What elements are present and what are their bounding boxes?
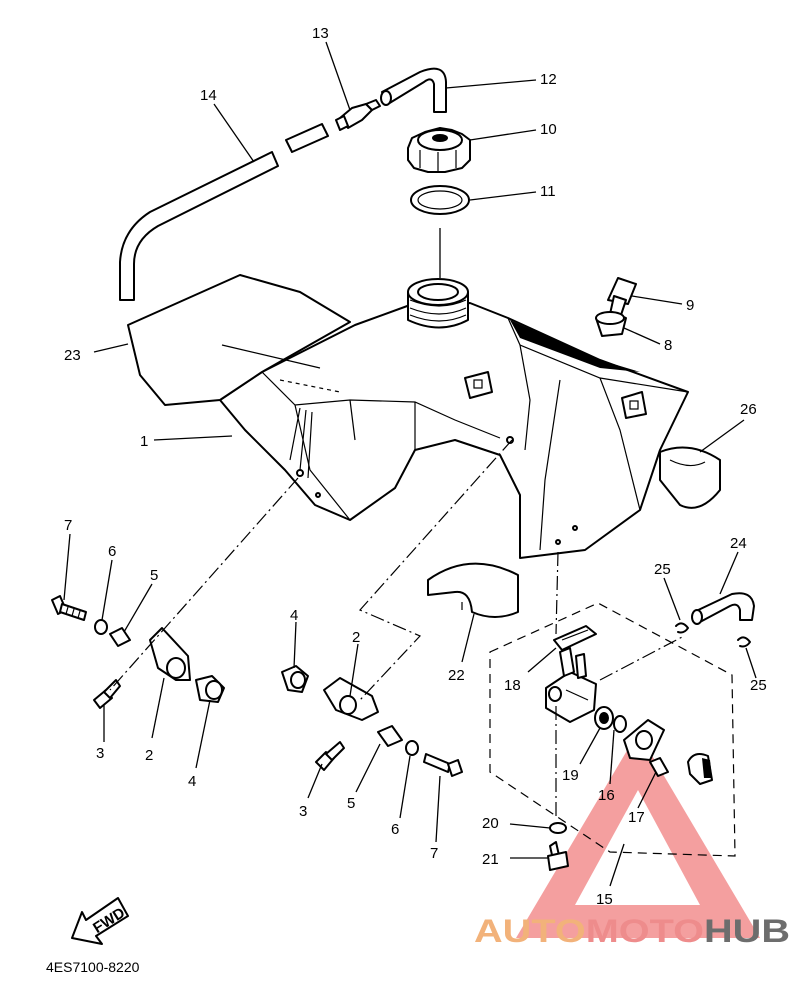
callout-25-right: 25: [750, 677, 767, 694]
callout-6-left: 6: [108, 543, 116, 560]
callout-4-left: 4: [188, 773, 196, 790]
clip-25-right: [737, 636, 751, 648]
callout-3-right: 3: [299, 803, 307, 820]
bolt-7-left: [51, 595, 87, 621]
callout-8: 8: [664, 337, 672, 354]
fuel-cap: [407, 127, 471, 173]
leader-lines: [63, 41, 757, 887]
callout-18: 18: [504, 677, 521, 694]
bolt-7-right: [423, 753, 463, 777]
callout-4-right: 4: [290, 607, 298, 624]
clip-25-top: [675, 622, 689, 634]
fuel-cock-assembly-boundary: [489, 602, 736, 857]
fwd-arrow: FWD: [71, 897, 129, 945]
callout-21: 21: [482, 851, 499, 868]
callout-22: 22: [448, 667, 465, 684]
strainer-18: [553, 625, 597, 651]
watermark-hub: HUB: [704, 913, 790, 949]
callout-23: 23: [64, 347, 81, 364]
fuel-hose-24: [691, 592, 755, 625]
bracket-2-left: [149, 627, 191, 681]
callout-2-right: 2: [352, 629, 360, 646]
grommet-4-right: [281, 665, 309, 693]
diagram-code: 4ES7100-8220: [46, 959, 140, 975]
callout-20: 20: [482, 815, 499, 832]
collar-5-left: [109, 627, 131, 647]
callout-12: 12: [540, 71, 557, 88]
callout-25-top: 25: [654, 561, 671, 578]
watermark-auto: AUTO: [474, 913, 586, 949]
screw-3-left: [93, 679, 121, 709]
watermark-logo-triangle: [516, 732, 760, 938]
callout-17: 17: [628, 809, 645, 826]
breather-hose-12: [380, 67, 447, 113]
callout-10: 10: [540, 121, 557, 138]
callout-9: 9: [686, 297, 694, 314]
centerline-hose: [599, 635, 685, 681]
tank-cover-23: [127, 274, 351, 406]
callout-26: 26: [740, 401, 757, 418]
callout-11: 11: [540, 183, 556, 200]
screw-3-right: [315, 741, 345, 771]
washer-20: [549, 822, 567, 834]
callout-3-left: 3: [96, 745, 104, 762]
callout-19: 19: [562, 767, 579, 784]
callout-2-left: 2: [145, 747, 153, 764]
cap-gasket: [410, 185, 470, 215]
fuel-cock-lever: [687, 753, 713, 785]
callout-7-left: 7: [64, 517, 72, 534]
breather-valve-13: [335, 99, 381, 131]
screw-17: [649, 757, 669, 777]
callout-15: 15: [596, 891, 613, 908]
collar-5-right: [377, 725, 403, 747]
callout-24: 24: [730, 535, 747, 552]
callout-1: 1: [140, 433, 148, 450]
centerline-left: [109, 477, 299, 691]
fuel-cock-body: [545, 647, 597, 723]
centerline-right: [358, 439, 513, 701]
watermark-moto: MOTO: [586, 913, 704, 949]
collar-8: [595, 311, 627, 337]
damper-rubber-26: [659, 446, 721, 509]
callout-labels: 1 2 2 3 3 4 4 4 5 5 6 6 7 7 8 9 10 11 12…: [64, 25, 767, 908]
drain-bolt-21: [547, 841, 569, 871]
centerline-cock: [555, 551, 559, 635]
callout-5-left: 5: [150, 567, 158, 584]
grommet-4-left: [195, 675, 225, 703]
damper-rubber-22: [427, 562, 519, 618]
breather-hose-14: [119, 123, 329, 301]
callout-14: 14: [200, 87, 217, 104]
bracket-2-right: [323, 677, 379, 721]
washer-6-left: [94, 619, 108, 635]
callout-7-right: 7: [430, 845, 438, 862]
callout-16: 16: [598, 787, 615, 804]
callout-6-right: 6: [391, 821, 399, 838]
callout-5-right: 5: [347, 795, 355, 812]
o-ring-19: [594, 706, 614, 730]
filler-neck: [407, 278, 469, 329]
callout-13: 13: [312, 25, 329, 42]
gasket-16: [613, 715, 627, 733]
fuel-tank: [219, 302, 689, 559]
washer-6-right: [405, 740, 419, 756]
lever-plate: [623, 719, 665, 761]
